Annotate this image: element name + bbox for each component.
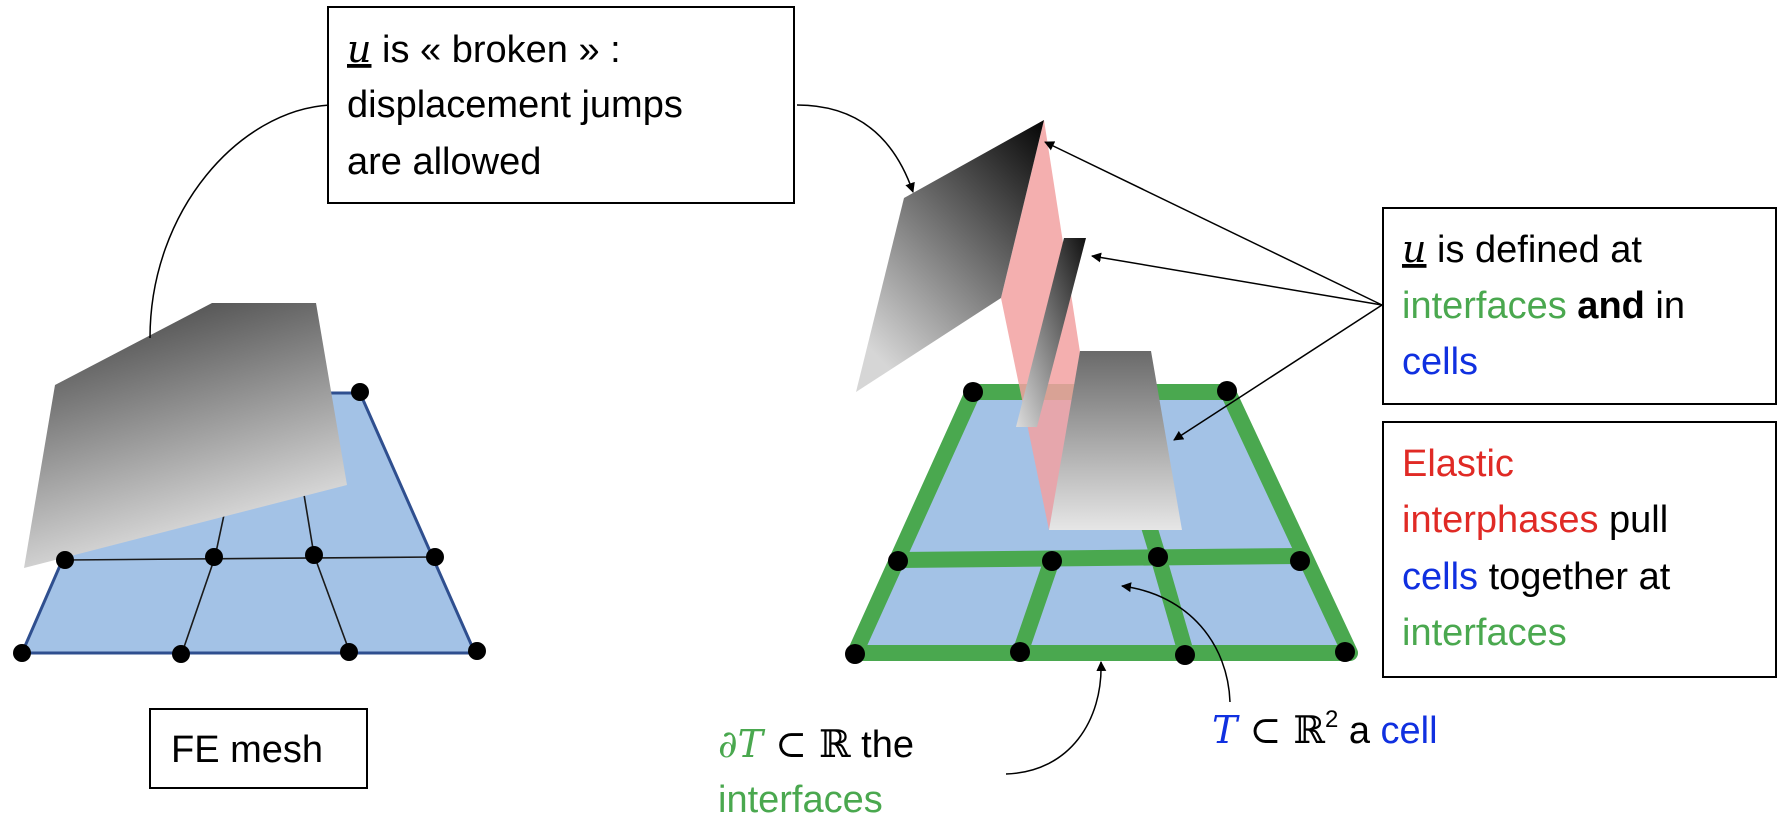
boundary-interfaces: interfaces bbox=[718, 779, 883, 820]
cell-word: cell bbox=[1381, 710, 1438, 752]
elastic-together: together at bbox=[1478, 556, 1671, 598]
fe-mesh-nodes bbox=[13, 383, 486, 663]
dg-mesh-nodes bbox=[845, 381, 1355, 665]
arrow-broken-to-flap bbox=[796, 104, 915, 193]
elastic-pull: pull bbox=[1598, 499, 1668, 541]
defined-and: and bbox=[1567, 285, 1645, 327]
cell-subset: ⊂ ℝ bbox=[1237, 708, 1325, 752]
arrows-defined bbox=[1044, 141, 1383, 441]
dg-mesh bbox=[845, 120, 1358, 665]
u-symbol-2: u bbox=[1402, 227, 1426, 271]
elastic-interfaces: interfaces bbox=[1402, 612, 1567, 654]
callout-defined: u is defined at interfaces and in cells bbox=[1382, 207, 1777, 405]
boundary-the: the bbox=[851, 724, 914, 766]
dg-flap-thin bbox=[1016, 238, 1086, 427]
svg-text:u is defined at: u is defined at bbox=[1402, 227, 1642, 271]
callout-broken: u is « broken » : displacement jumps are… bbox=[327, 6, 795, 204]
arrow-cell bbox=[1121, 582, 1231, 703]
elastic-word: Elastic bbox=[1402, 443, 1514, 485]
fe-mesh bbox=[13, 303, 486, 663]
svg-text:∂T ⊂ ℝ the: ∂T ⊂ ℝ the bbox=[718, 722, 914, 766]
dg-flap-cell bbox=[1049, 351, 1182, 530]
arrow-interfaces bbox=[1005, 661, 1107, 775]
svg-text:u is « broken » :: u is « broken » : bbox=[347, 27, 621, 71]
boundary-subset: ⊂ ℝ bbox=[763, 722, 851, 766]
defined-interfaces: interfaces bbox=[1402, 285, 1567, 327]
fe-mesh-label: FE mesh bbox=[171, 729, 323, 771]
defined-line1: is defined at bbox=[1426, 229, 1642, 271]
cell-label: T ⊂ ℝ2 a cell bbox=[1212, 706, 1438, 752]
elastic-interphase bbox=[1001, 120, 1082, 530]
svg-text:interphases pull: interphases pull bbox=[1402, 499, 1668, 541]
connector-left bbox=[149, 104, 331, 339]
defined-in: in bbox=[1645, 285, 1685, 327]
broken-line1: is « broken » : bbox=[371, 29, 620, 71]
fe-mesh-label-box: FE mesh bbox=[149, 708, 368, 789]
broken-line3: are allowed bbox=[347, 141, 541, 183]
fe-broken-flap bbox=[24, 303, 347, 568]
elastic-interphases: interphases bbox=[1402, 499, 1598, 541]
elastic-cells: cells bbox=[1402, 556, 1478, 598]
u-symbol: u bbox=[347, 27, 371, 71]
dg-flap-large bbox=[856, 120, 1044, 392]
cell-a: a bbox=[1338, 710, 1380, 752]
boundary-label: ∂T ⊂ ℝ the interfaces bbox=[718, 722, 914, 820]
svg-text:interfaces and in: interfaces and in bbox=[1402, 285, 1685, 327]
svg-text:T ⊂ ℝ2 a cell: T ⊂ ℝ2 a cell bbox=[1212, 706, 1438, 752]
cell-exponent: 2 bbox=[1325, 706, 1338, 733]
cell-symbol: T bbox=[1212, 708, 1240, 752]
broken-line2: displacement jumps bbox=[347, 84, 683, 126]
svg-text:cells together at: cells together at bbox=[1402, 556, 1671, 598]
boundary-symbol: ∂T bbox=[718, 722, 766, 766]
callout-elastic: Elastic interphases pull cells together … bbox=[1382, 421, 1777, 678]
defined-cells: cells bbox=[1402, 341, 1478, 383]
